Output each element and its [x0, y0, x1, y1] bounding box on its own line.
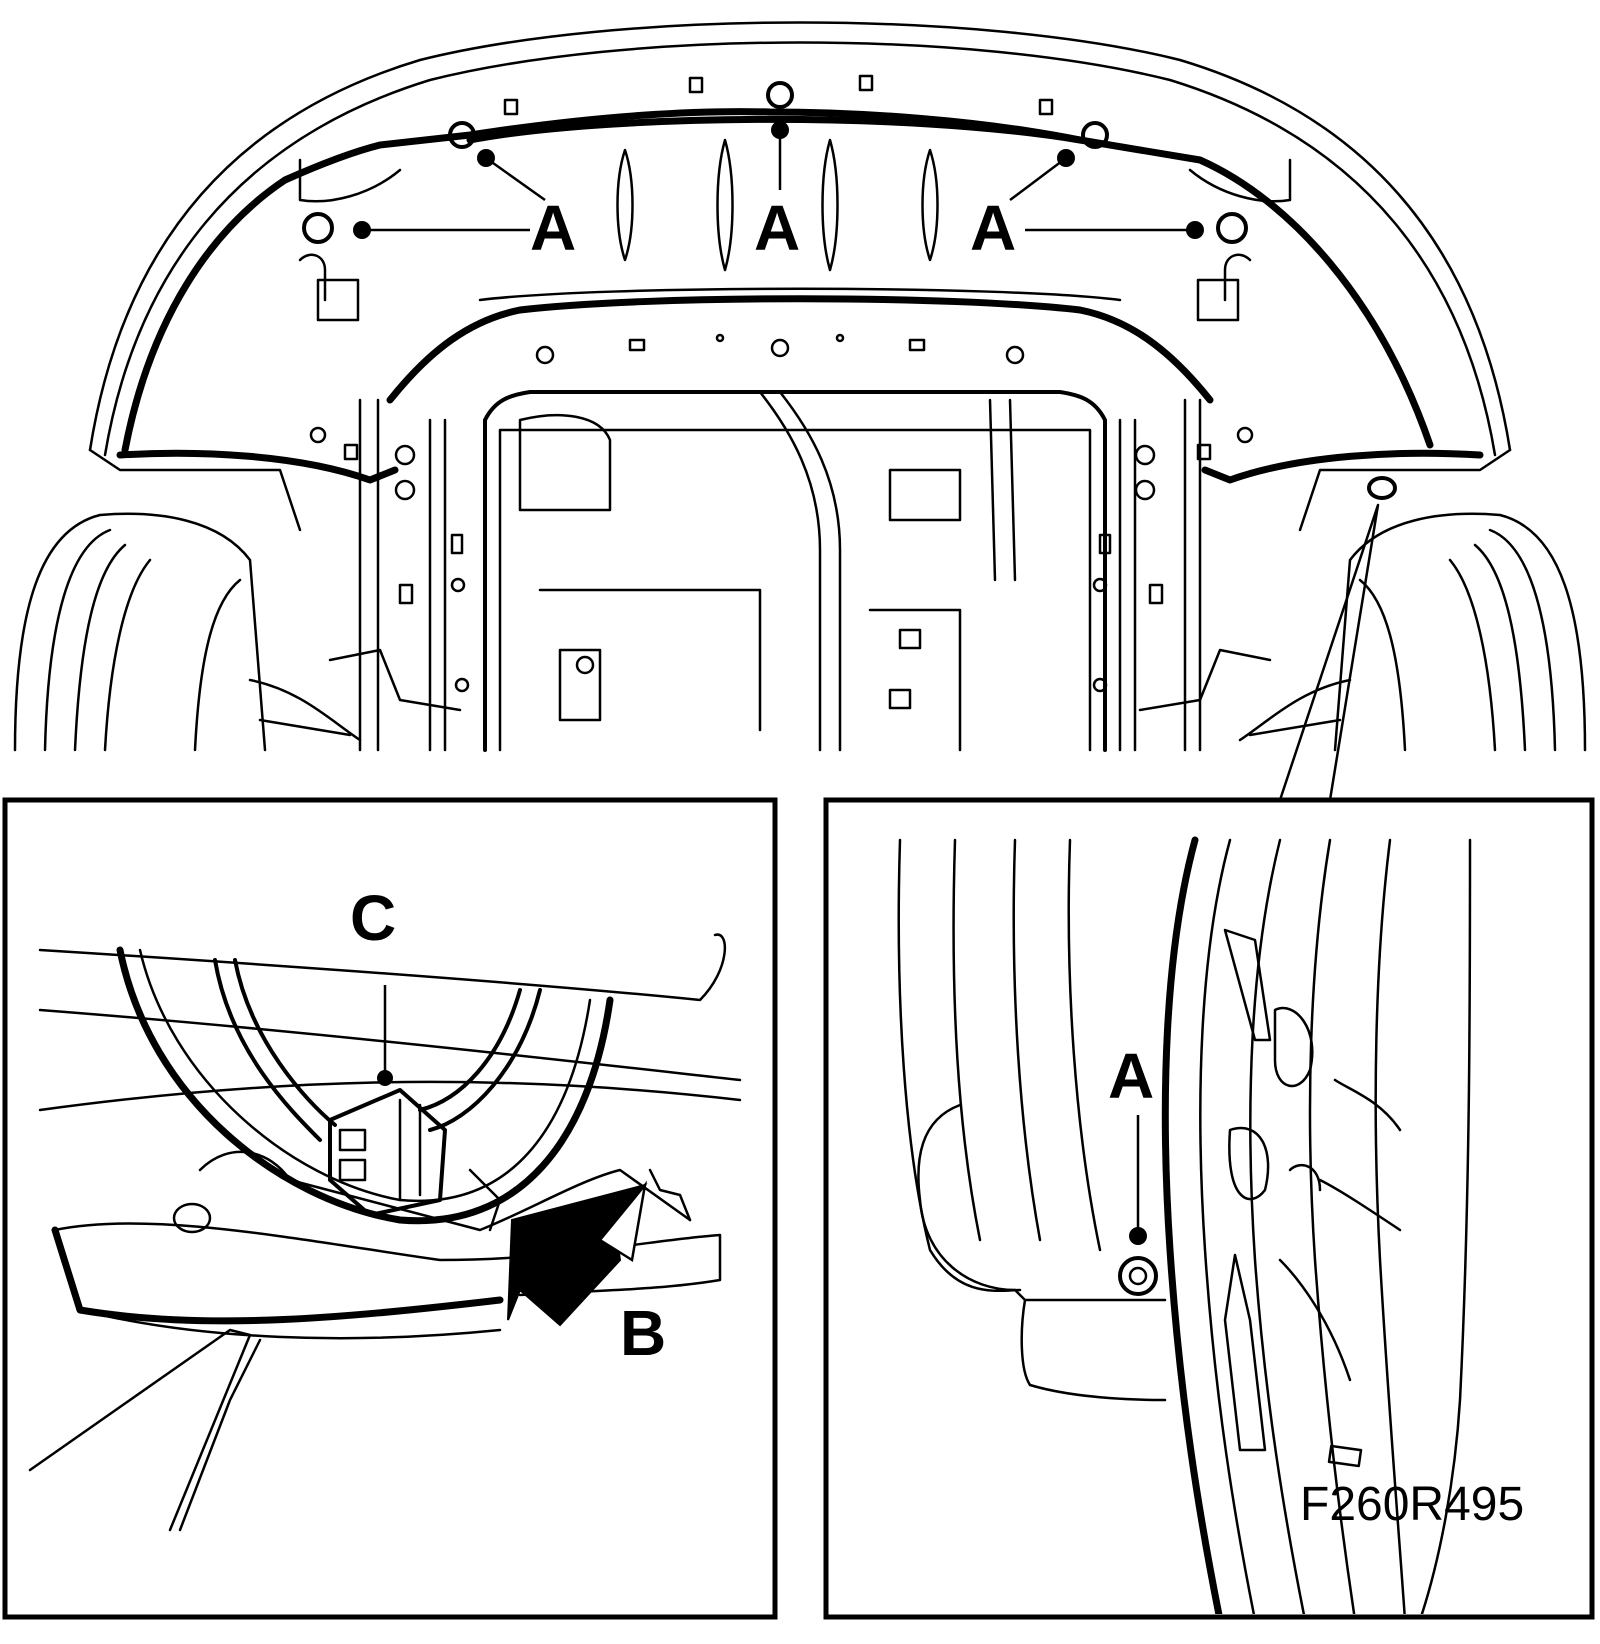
wheel-rim — [1223, 928, 1402, 1468]
wheelarch-fastener — [1118, 1256, 1158, 1296]
fastener-heads-top — [302, 81, 1248, 244]
detail-pointer — [1278, 503, 1380, 802]
side-rails — [358, 398, 1202, 752]
suspension-parts — [248, 648, 1352, 742]
callout-a-detail: A — [1108, 1040, 1154, 1112]
figure-code: F260R495 — [1300, 1478, 1524, 1531]
inset-right-wheelarch: A F260R495 — [823, 797, 1595, 1620]
inset-left-connector: C B — [2, 797, 778, 1620]
bumper-slot-marks — [503, 74, 1054, 272]
callout-b: B — [620, 1297, 666, 1369]
callout-c: C — [350, 882, 396, 954]
side-brackets — [298, 253, 1254, 461]
inset-left-frame — [2, 797, 778, 1620]
callouts-a-main: A A A — [353, 121, 1204, 264]
right-lower-fastener — [1367, 476, 1397, 500]
callout-a-left: A — [530, 192, 576, 264]
callout-a-center: A — [754, 192, 800, 264]
main-view-rear-bumper — [13, 21, 1587, 752]
subframe — [386, 287, 1214, 752]
rear-tyres — [13, 512, 1587, 752]
callout-a-right: A — [970, 192, 1016, 264]
